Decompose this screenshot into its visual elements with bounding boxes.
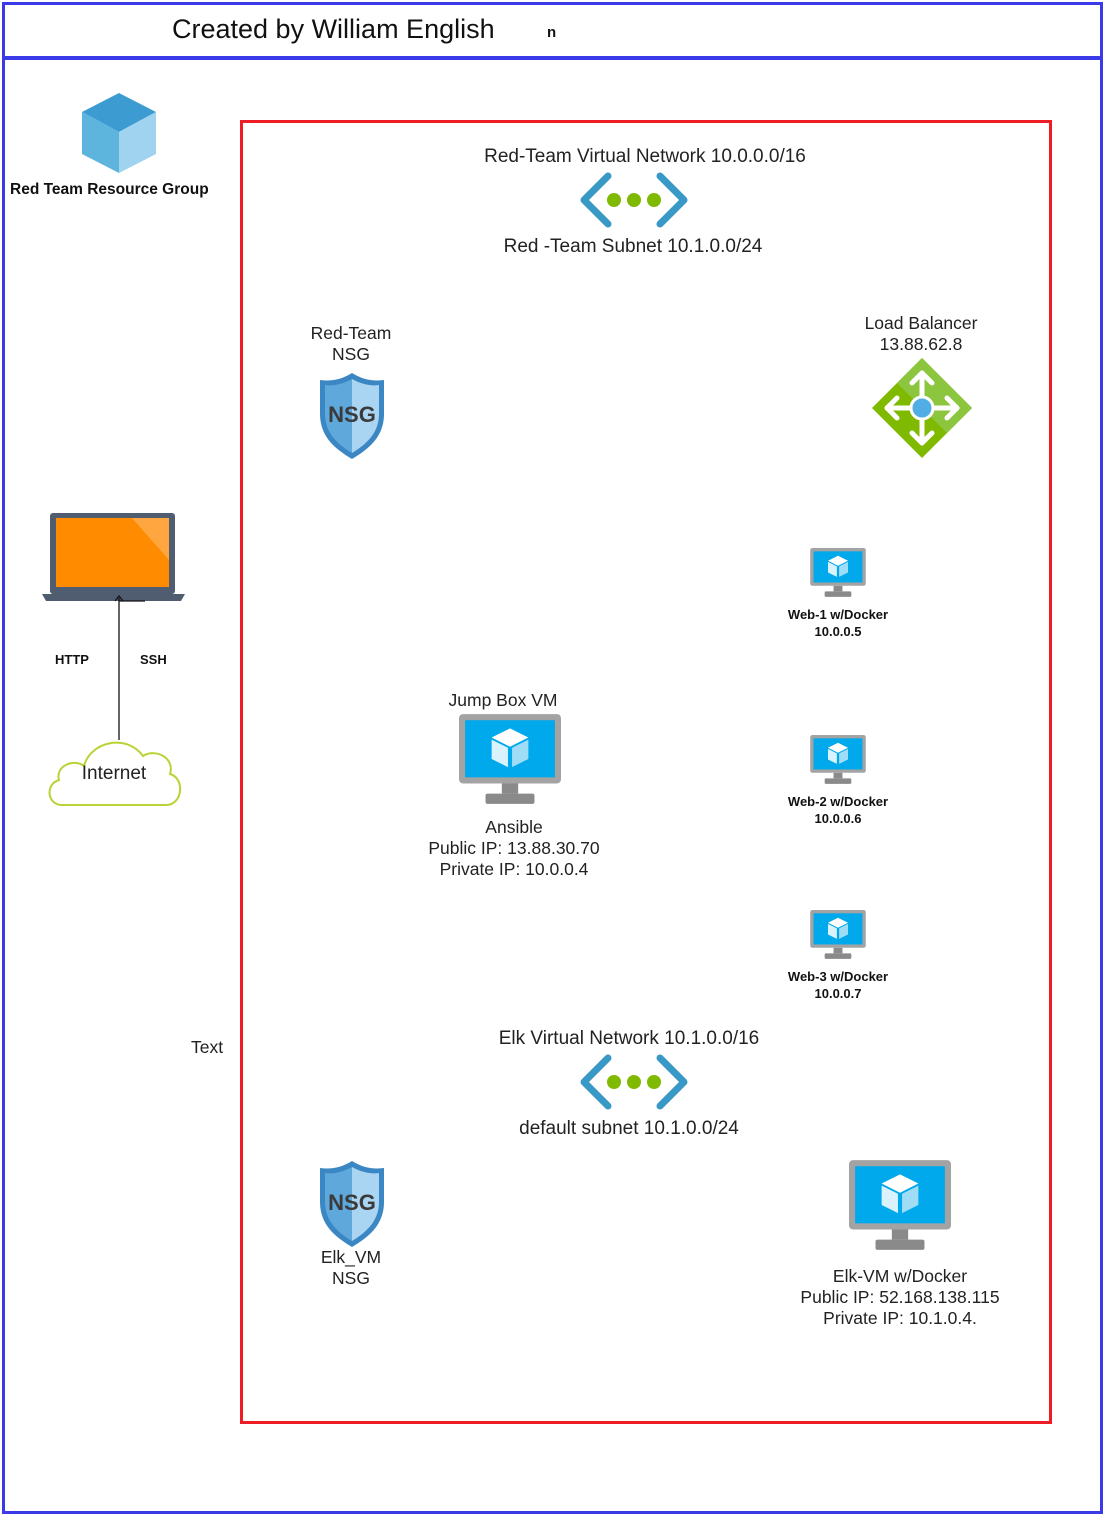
connection-line: [114, 594, 145, 740]
load-balancer-icon: [872, 358, 972, 458]
virtual-network-icon: [580, 1054, 688, 1110]
web-1-vm-label: Web-1 w/Docker 10.0.0.5: [787, 607, 889, 639]
stray-text-label: Text: [191, 1037, 224, 1057]
laptop-icon: [42, 513, 185, 601]
resource-group-label: Red Team Resource Group: [10, 181, 209, 198]
elk-vm-details: Elk-VM w/Docker Public IP: 52.168.138.11…: [800, 1266, 1000, 1328]
web-2-vm-icon: [810, 735, 866, 784]
red-nsg-label: Red-Team NSG: [310, 323, 392, 364]
load-balancer-label: Load Balancer 13.88.62.8: [864, 313, 978, 354]
elk-vm-icon: [849, 1160, 951, 1250]
cloud-icon: [48, 741, 181, 806]
page-title: Created by William English: [172, 14, 495, 44]
web-3-vm-label: Web-3 w/Docker 10.0.0.7: [787, 969, 889, 1001]
web-3-vm-icon: [810, 910, 866, 959]
elk-subnet-label: default subnet 10.1.0.0/24: [519, 1118, 739, 1139]
red-subnet-label: Red -Team Subnet 10.1.0.0/24: [503, 236, 763, 257]
header-marker: n: [547, 24, 557, 41]
svg-text:NSG: NSG: [328, 402, 376, 427]
http-label: HTTP: [55, 652, 89, 667]
nsg-shield-icon: NSG: [320, 373, 384, 459]
jump-box-details: Ansible Public IP: 13.88.30.70 Private I…: [428, 817, 600, 879]
web-2-vm-label: Web-2 w/Docker 10.0.0.6: [787, 794, 889, 826]
network-boundary: [240, 120, 1052, 1424]
header-divider: [2, 56, 1103, 60]
internet-label: Internet: [81, 763, 147, 784]
ssh-label: SSH: [140, 652, 167, 667]
vm-monitor-icon: [459, 714, 561, 804]
svg-text:NSG: NSG: [328, 1190, 376, 1215]
nsg-shield-icon: NSG: [320, 1161, 384, 1247]
virtual-network-icon: [580, 172, 688, 228]
web-1-vm-icon: [810, 548, 866, 597]
elk-nsg-label: Elk_VM NSG: [320, 1247, 382, 1288]
red-vnet-title: Red-Team Virtual Network 10.0.0.0/16: [484, 146, 806, 167]
elk-vnet-title: Elk Virtual Network 10.1.0.0/16: [498, 1028, 760, 1049]
resource-group-cube-icon: [82, 93, 156, 173]
jump-box-title: Jump Box VM: [448, 690, 558, 710]
